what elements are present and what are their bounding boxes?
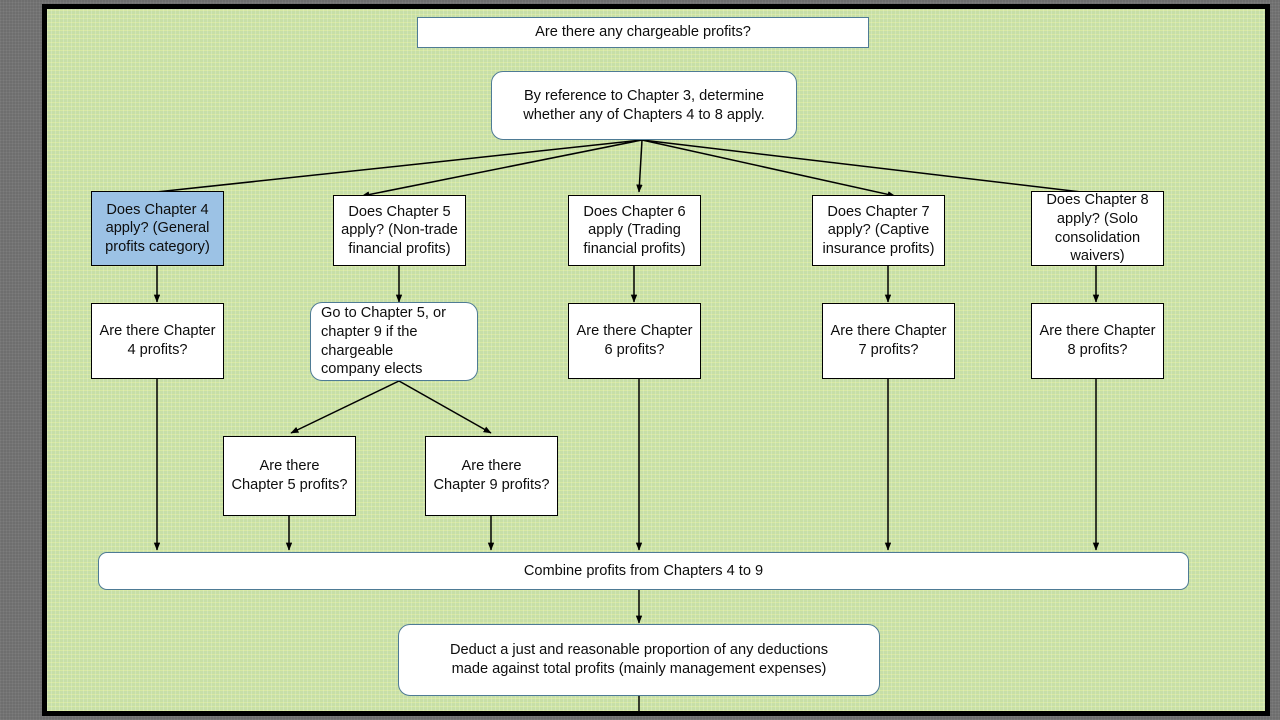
fanout-connectors [118,139,1116,199]
node-chapter3-label: By reference to Chapter 3, determine whe… [523,87,765,123]
node-ch6-apply-label: Does Chapter 6 apply (Trading financial … [583,203,686,257]
node-ch7-profits-label: Are there Chapter 7 profits? [830,323,947,358]
node-top-question[interactable]: Are there any chargeable profits? [417,17,869,48]
node-chapter3[interactable]: By reference to Chapter 3, determine whe… [491,71,797,140]
node-ch7-apply-label: Does Chapter 7 apply? (Captive insurance… [822,203,935,257]
vertical-connectors [153,266,1100,303]
node-ch6-apply[interactable]: Does Chapter 6 apply (Trading financial … [568,195,701,266]
slide-frame: Are there any chargeable profits? By ref… [42,4,1270,716]
node-goto-ch5[interactable]: Go to Chapter 5, or chapter 9 if the cha… [310,302,478,381]
node-ch4-apply-label: Does Chapter 4 apply? (General profits c… [105,201,210,255]
node-deduct[interactable]: Deduct a just and reasonable proportion … [398,624,880,696]
node-ch6-profits[interactable]: Are there Chapter 6 profits? [568,303,701,379]
node-ch4-apply[interactable]: Does Chapter 4 apply? (General profits c… [91,191,224,266]
node-ch4-profits[interactable]: Are there Chapter 4 profits? [91,303,224,379]
node-combine-label: Combine profits from Chapters 4 to 9 [523,562,764,579]
node-goto-ch5-label: Go to Chapter 5, or chapter 9 if the cha… [321,305,446,378]
node-ch8-profits-label: Are there Chapter 8 profits? [1039,323,1156,358]
node-combine[interactable]: Combine profits from Chapters 4 to 9 [98,552,1189,590]
node-ch7-profits[interactable]: Are there Chapter 7 profits? [822,303,955,379]
flowchart-canvas: Are there any chargeable profits? By ref… [47,9,1265,711]
node-ch6-profits-label: Are there Chapter 6 profits? [576,323,693,358]
node-ch9-profits[interactable]: Are there Chapter 9 profits? [425,436,558,516]
node-ch5-apply-label: Does Chapter 5 apply? (Non-trade financi… [341,203,458,257]
node-ch5-profits[interactable]: Are there Chapter 5 profits? [223,436,356,516]
node-ch9-profits-label: Are there Chapter 9 profits? [433,458,550,493]
node-ch8-apply[interactable]: Does Chapter 8 apply? (Solo consolidatio… [1031,191,1164,266]
node-ch7-apply[interactable]: Does Chapter 7 apply? (Captive insurance… [812,195,945,266]
node-ch5-apply[interactable]: Does Chapter 5 apply? (Non-trade financi… [333,195,466,266]
node-top-question-label: Are there any chargeable profits? [535,24,751,41]
node-ch5-profits-label: Are there Chapter 5 profits? [231,458,348,493]
node-ch8-apply-label: Does Chapter 8 apply? (Solo consolidatio… [1046,192,1149,265]
node-ch4-profits-label: Are there Chapter 4 profits? [99,323,216,358]
node-ch8-profits[interactable]: Are there Chapter 8 profits? [1031,303,1164,379]
chapter5-branch-connectors [290,380,492,434]
node-deduct-label: Deduct a just and reasonable proportion … [449,642,829,677]
